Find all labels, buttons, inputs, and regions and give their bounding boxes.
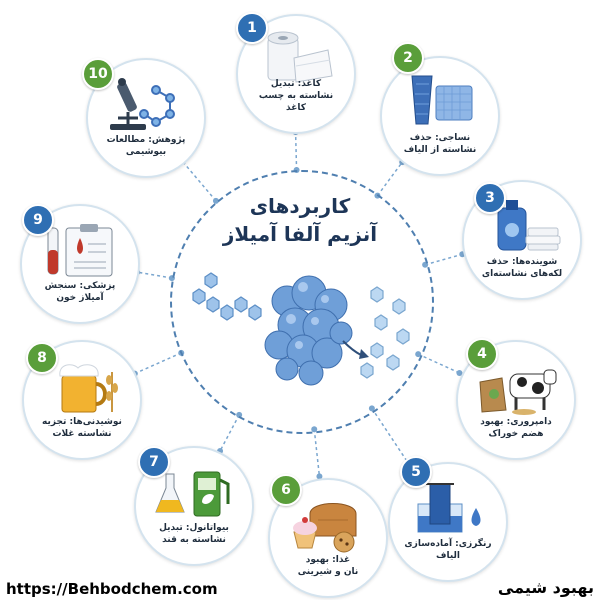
paper-roll-icon [267,31,333,83]
center-circle [170,170,434,434]
node-label: نوشیدنی‌ها: تجزیه نشاسته غلات [42,417,122,439]
brand-name: بهبود شیمی [497,578,594,597]
node-dyeing: رنگرزی: آماده‌سازی الیاف [388,462,508,582]
node-label: بیواتانول: تبدیل نشاسته به قند [159,523,229,545]
badge-1: 1 [236,12,268,44]
diagram-title: کاربردهای آنزیم آلفا آمیلاز [190,192,410,248]
connector-line [313,429,321,477]
node-label: غذا: بهبود نان و شیرینی [297,555,359,577]
bread-cake-icon [293,503,357,553]
node-label: نساجی: حذف نشاسته از الیاف [403,133,477,155]
connector-dot [316,473,323,480]
node-label: کاغذ: تبدیل نشاسته به چسب کاغذ [258,79,334,113]
connector-line [137,271,172,279]
connector-line [424,253,463,266]
node-label: دامپروری: بهبود هضم خوراک [480,417,552,439]
node-label: رنگرزی: آماده‌سازی الیاف [404,539,492,561]
badge-4: 4 [466,338,498,370]
badge-3: 3 [474,182,506,214]
connector-line [134,352,182,375]
connector-line [376,161,403,197]
badge-5: 5 [400,456,432,488]
node-textile: نساجی: حذف نشاسته از الیاف [380,56,500,176]
title-line-1: کاربردهای [249,194,351,218]
node-livestock: دامپروری: بهبود هضم خوراک [456,340,576,460]
microscope-icon [110,78,175,130]
dye-bath-icon [417,483,481,533]
badge-9: 9 [22,204,54,236]
cow-feed-icon [479,369,557,415]
beer-mug-icon [59,364,118,413]
badge-7: 7 [138,446,170,478]
enzyme-starch-icon [192,272,410,386]
badge-10: 10 [82,58,114,90]
detergent-bottle-icon [497,200,561,251]
title-line-2: آنزیم آلفا آمیلاز [222,222,378,246]
connector-line [219,414,240,452]
badge-2: 2 [392,42,424,74]
badge-8: 8 [26,342,58,374]
yarn-fabric-icon [411,75,473,125]
node-label: شوینده‌ها: حذف لکه‌های نشاسته‌ای [481,257,563,279]
connector-line [417,353,460,374]
blood-test-icon [47,224,113,277]
node-label: پژوهش: مطالعات بیوشیمی [106,135,186,157]
connector-line [294,131,298,171]
badge-6: 6 [270,474,302,506]
connector-line [182,161,217,202]
bioethanol-pump-icon [155,471,230,517]
website-url[interactable]: https://Behbodchem.com [6,580,218,598]
node-label: پزشکی: سنجش آمیلاز خون [44,281,116,303]
